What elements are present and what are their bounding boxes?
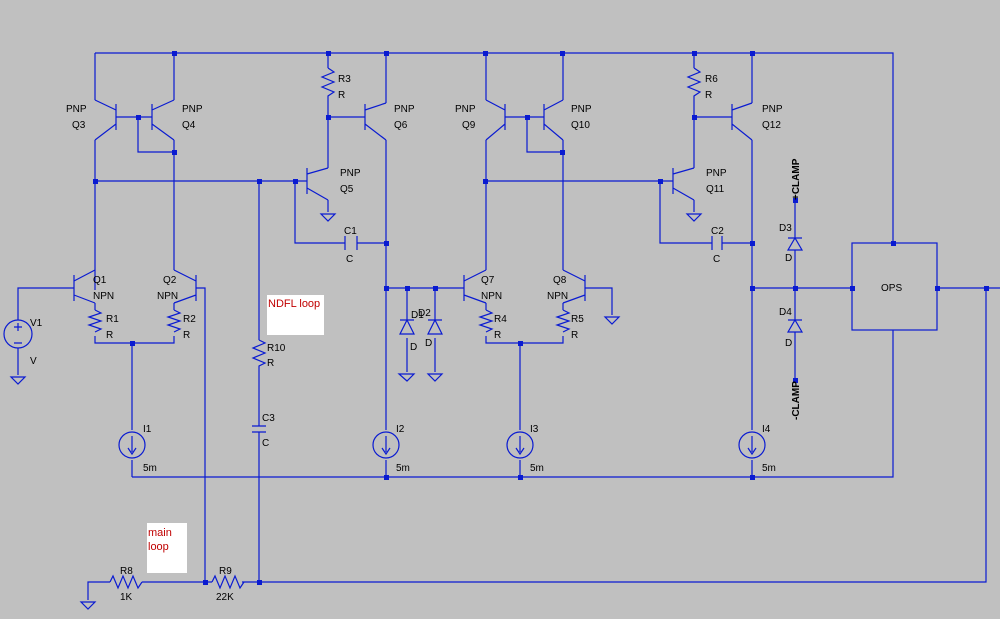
- c1-label: C1: [344, 226, 357, 237]
- main-loop-note-line2: loop: [148, 541, 169, 553]
- ndfl-loop-note: NDFL loop: [268, 298, 320, 310]
- v1-value: V: [30, 356, 37, 367]
- q3-type-label: PNP: [66, 104, 87, 115]
- d2-value: D: [425, 338, 432, 349]
- d3-label: D3: [779, 223, 792, 234]
- r1-label: R1: [106, 314, 119, 325]
- r6-value: R: [705, 90, 712, 101]
- c2-value: C: [713, 254, 720, 265]
- resistor-symbols: [87, 67, 702, 590]
- r6-label: R6: [705, 74, 718, 85]
- c2-label: C2: [711, 226, 724, 237]
- wires: [17, 52, 1000, 600]
- ndfl-note-box: [267, 295, 324, 335]
- q8-label: Q8: [553, 275, 567, 286]
- r10-label: R10: [267, 343, 286, 354]
- i4-label: I4: [762, 424, 771, 435]
- q9-type-label: PNP: [455, 104, 476, 115]
- d4-label: D4: [779, 307, 792, 318]
- i3-value: 5m: [530, 463, 544, 474]
- diode-symbols: [399, 236, 804, 335]
- q9-label: Q9: [462, 120, 476, 131]
- r10-value: R: [267, 358, 274, 369]
- q2-label: Q2: [163, 275, 177, 286]
- c1-value: C: [346, 254, 353, 265]
- q7-type-label: NPN: [481, 291, 502, 302]
- q10-type-label: PNP: [571, 104, 592, 115]
- junction-dots: [93, 51, 989, 585]
- r9-value: 22K: [216, 592, 234, 603]
- r4-label: R4: [494, 314, 507, 325]
- q11-label: Q11: [706, 184, 725, 195]
- r3-label: R3: [338, 74, 351, 85]
- d1-label: D1: [411, 310, 424, 321]
- q7-label: Q7: [481, 275, 495, 286]
- main-loop-note-line1: main: [148, 527, 172, 539]
- i2-value: 5m: [396, 463, 410, 474]
- v1-label: V1: [30, 318, 43, 329]
- clamp-neg-label: -CLAMP: [791, 381, 802, 420]
- i4-value: 5m: [762, 463, 776, 474]
- i3-label: I3: [530, 424, 539, 435]
- clamp-pos-label: +CLAMP: [791, 158, 802, 200]
- main-note-box: [147, 523, 187, 573]
- r3-value: R: [338, 90, 345, 101]
- r5-label: R5: [571, 314, 584, 325]
- q12-type-label: PNP: [762, 104, 783, 115]
- q4-type-label: PNP: [182, 104, 203, 115]
- r1-value: R: [106, 330, 113, 341]
- ops-label: OPS: [881, 283, 902, 294]
- q1-label: Q1: [93, 275, 107, 286]
- d4-value: D: [785, 338, 792, 349]
- r2-label: R2: [183, 314, 196, 325]
- r9-label: R9: [219, 566, 232, 577]
- r8-value: 1K: [120, 592, 133, 603]
- q10-label: Q10: [571, 120, 590, 131]
- component-labels: PNP Q3 PNP Q4 PNP Q5 PNP Q6 PNP Q9 PNP Q…: [30, 74, 902, 603]
- q5-type-label: PNP: [340, 168, 361, 179]
- capacitor-symbols: [252, 236, 723, 438]
- i1-label: I1: [143, 424, 152, 435]
- i2-label: I2: [396, 424, 405, 435]
- q2-type-label: NPN: [157, 291, 178, 302]
- d3-value: D: [785, 253, 792, 264]
- d2-label: D2: [418, 308, 431, 319]
- q6-type-label: PNP: [394, 104, 415, 115]
- q11-type-label: PNP: [706, 168, 727, 179]
- d1-value: D: [410, 342, 417, 353]
- q8-type-label: NPN: [547, 291, 568, 302]
- r8-label: R8: [120, 566, 133, 577]
- c3-value: C: [262, 438, 269, 449]
- q4-label: Q4: [182, 120, 196, 131]
- r2-value: R: [183, 330, 190, 341]
- transistor-symbols: [73, 99, 753, 304]
- q12-label: Q12: [762, 120, 781, 131]
- q6-label: Q6: [394, 120, 408, 131]
- q5-label: Q5: [340, 184, 354, 195]
- q3-label: Q3: [72, 120, 86, 131]
- ground-symbols: [9, 213, 703, 610]
- q1-type-label: NPN: [93, 291, 114, 302]
- i1-value: 5m: [143, 463, 157, 474]
- r4-value: R: [494, 330, 501, 341]
- c3-label: C3: [262, 413, 275, 424]
- r5-value: R: [571, 330, 578, 341]
- source-symbols: [3, 319, 766, 459]
